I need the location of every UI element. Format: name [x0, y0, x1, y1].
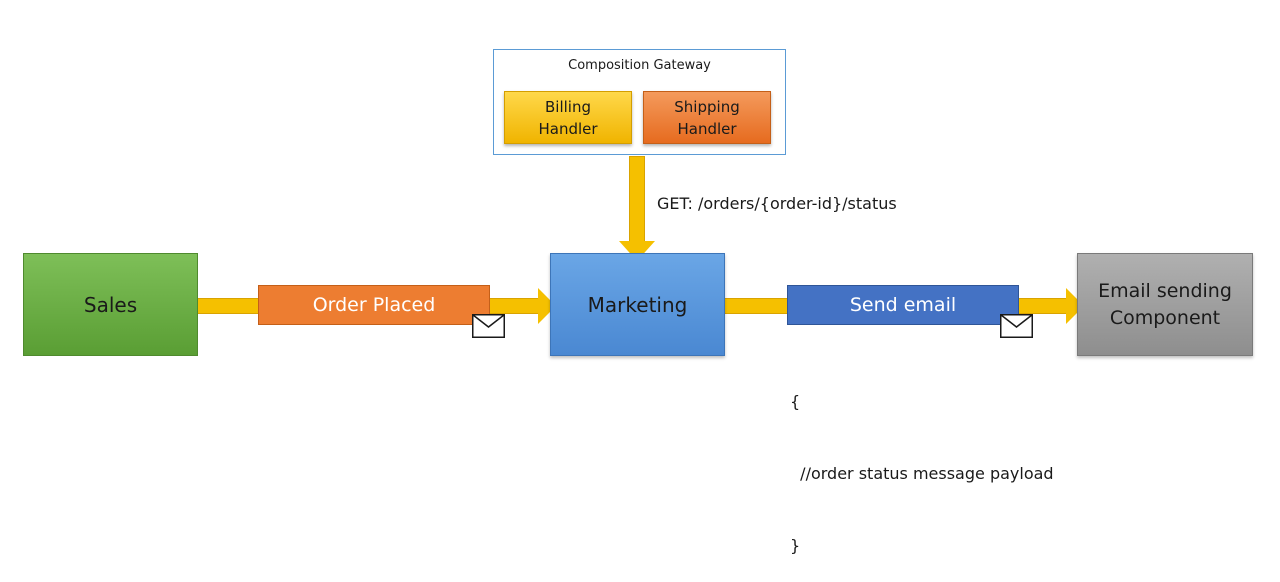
get-request-label: GET: /orders/{order-id}/status — [657, 194, 897, 213]
envelope-icon — [1000, 314, 1033, 338]
sales-node: Sales — [23, 253, 198, 356]
payload-close-brace: } — [790, 536, 801, 555]
shipping-handler-label: Shipping Handler — [674, 97, 740, 138]
send-email-message: Send email — [787, 285, 1019, 325]
marketing-node: Marketing — [550, 253, 725, 356]
marketing-label: Marketing — [587, 292, 688, 317]
billing-handler: Billing Handler — [504, 91, 632, 144]
composition-gateway: Composition Gateway Billing Handler Ship… — [493, 49, 786, 155]
shipping-handler: Shipping Handler — [643, 91, 771, 144]
order-placed-label: Order Placed — [312, 294, 436, 316]
email-sending-component-node: Email sending Component — [1077, 253, 1253, 356]
order-placed-message: Order Placed — [258, 285, 490, 325]
billing-handler-label: Billing Handler — [538, 97, 598, 138]
gateway-title: Composition Gateway — [568, 58, 711, 73]
payload-open-brace: { — [790, 392, 801, 411]
send-email-label: Send email — [849, 294, 957, 316]
sales-label: Sales — [83, 292, 138, 317]
email-sending-component-label: Email sending Component — [1098, 279, 1232, 329]
payload-comment: //order status message payload — [790, 464, 1054, 483]
envelope-icon — [472, 314, 505, 338]
gateway-to-marketing-arrow-shaft — [629, 156, 645, 242]
message-payload: { //order status message payload } — [790, 342, 1054, 582]
